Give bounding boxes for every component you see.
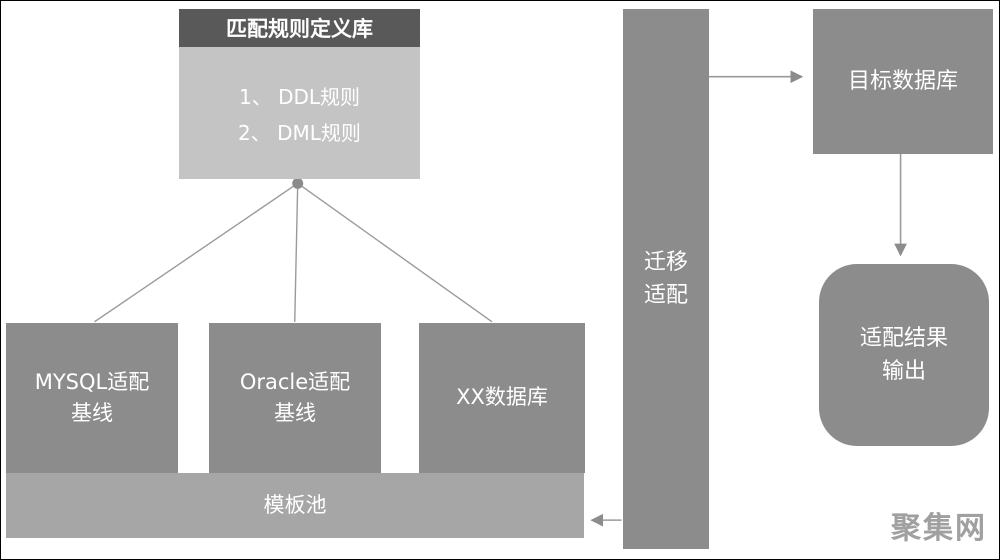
line-rules-to-oracle bbox=[294, 183, 299, 322]
adaptation-result-box: 适配结果 输出 bbox=[819, 264, 989, 446]
mysql-baseline-box: MYSQL适配 基线 bbox=[6, 323, 178, 473]
oracle-baseline-box: Oracle适配 基线 bbox=[209, 323, 381, 473]
connector-dot bbox=[292, 177, 304, 189]
rule-library-title: 匹配规则定义库 bbox=[179, 9, 420, 47]
rule-library-box: 匹配规则定义库 1、 DDL规则 2、 DML规则 bbox=[179, 9, 420, 179]
template-pool-box: 模板池 bbox=[6, 473, 584, 538]
rule-ddl: 1、 DDL规则 bbox=[238, 84, 361, 109]
rule-dml: 2、 DML规则 bbox=[238, 120, 361, 145]
line-rules-to-xxdb bbox=[297, 182, 493, 323]
rule-library-body: 1、 DDL规则 2、 DML规则 bbox=[179, 47, 420, 179]
migration-adapter-box: 迁移 适配 bbox=[623, 9, 709, 549]
line-rules-to-mysql bbox=[94, 182, 299, 323]
target-database-box: 目标数据库 bbox=[813, 9, 993, 154]
watermark-text: 聚集网 bbox=[891, 511, 987, 546]
xx-database-box: XX数据库 bbox=[419, 323, 585, 473]
